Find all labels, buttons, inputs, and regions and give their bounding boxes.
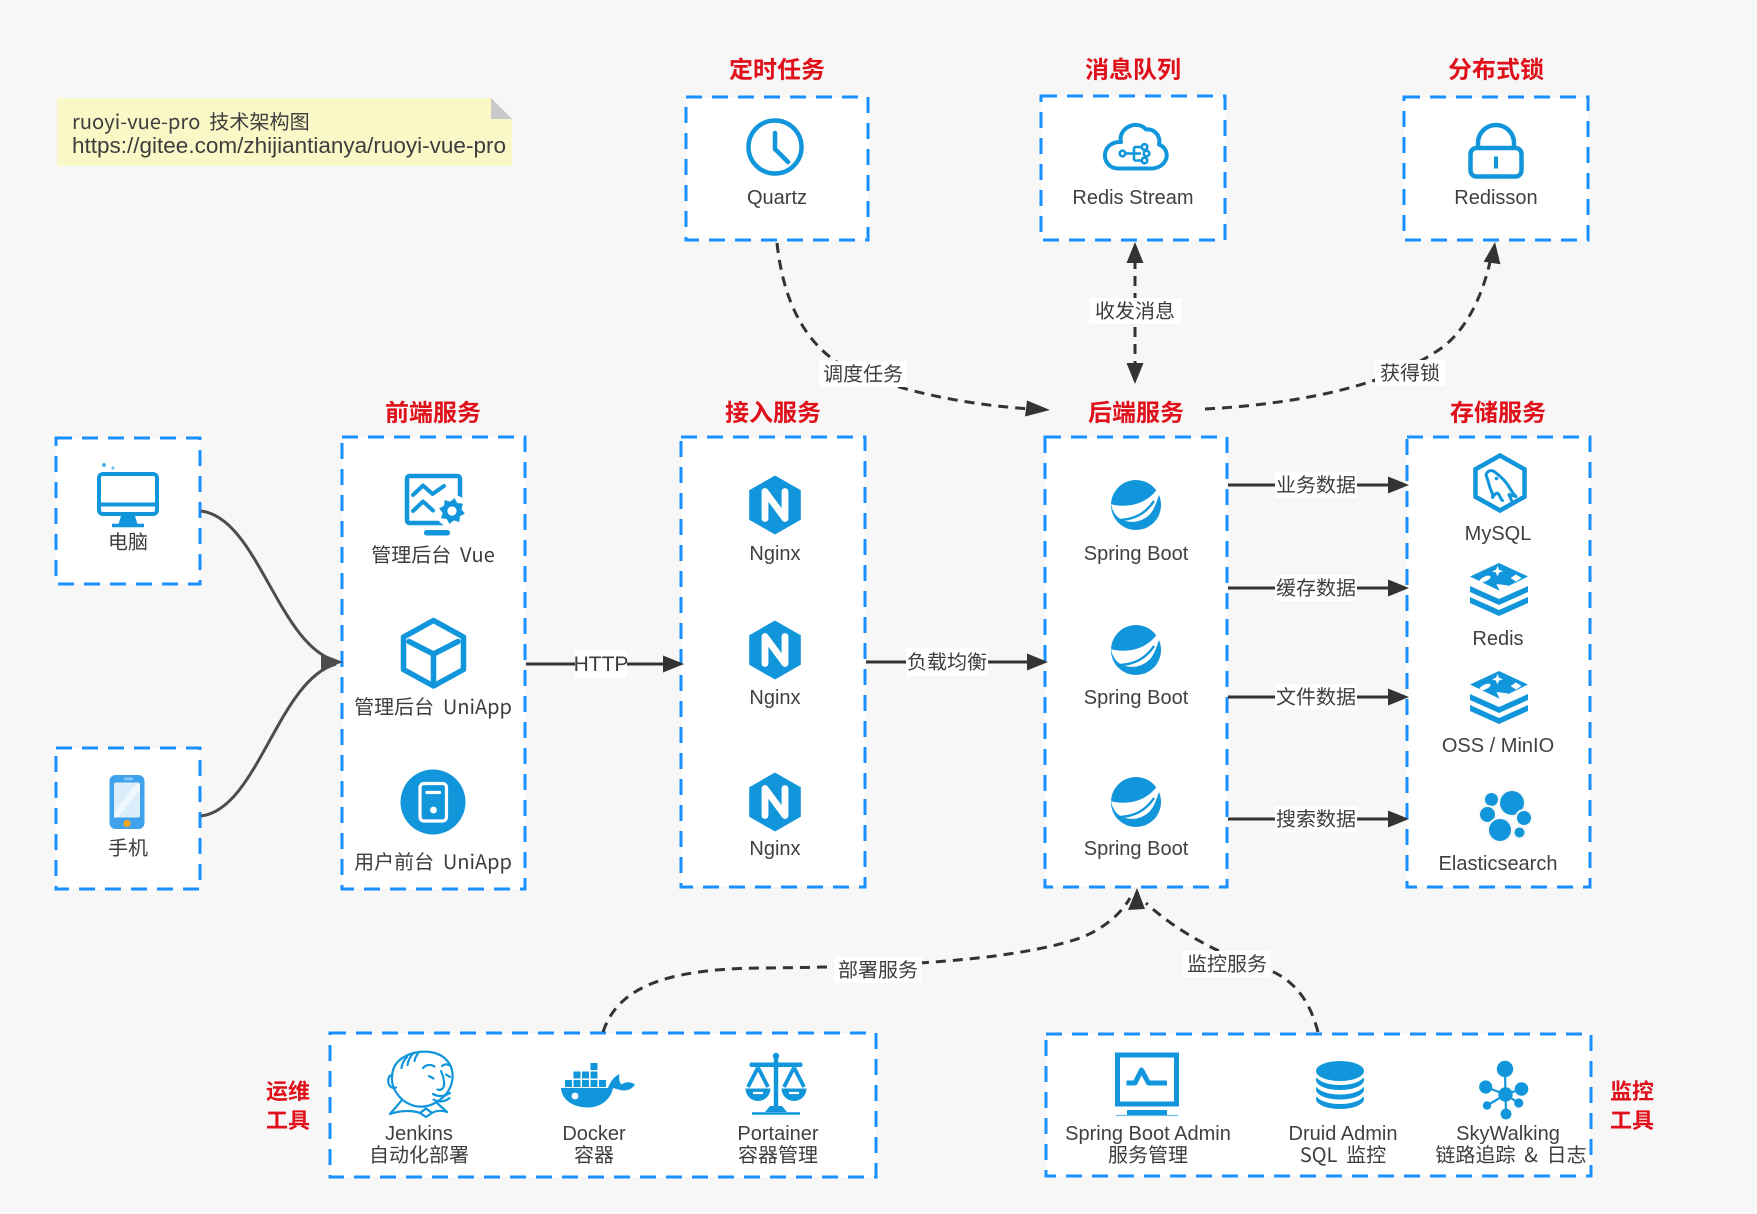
svg-text:Jenkins: Jenkins bbox=[385, 1123, 453, 1145]
svg-text:Docker: Docker bbox=[562, 1123, 626, 1145]
svg-text:Nginx: Nginx bbox=[749, 543, 800, 565]
svg-text:Druid Admin: Druid Admin bbox=[1289, 1123, 1398, 1145]
svg-text:Spring Boot: Spring Boot bbox=[1084, 687, 1189, 709]
svg-text:Spring Boot Admin: Spring Boot Admin bbox=[1065, 1123, 1231, 1145]
svg-text:Elasticsearch: Elasticsearch bbox=[1439, 853, 1558, 875]
svg-text:Portainer: Portainer bbox=[737, 1123, 818, 1145]
svg-text:Redis Stream: Redis Stream bbox=[1072, 187, 1193, 209]
svg-text:Nginx: Nginx bbox=[749, 838, 800, 860]
svg-text:Redisson: Redisson bbox=[1454, 187, 1537, 209]
svg-text:MySQL: MySQL bbox=[1465, 523, 1532, 545]
svg-text:Spring Boot: Spring Boot bbox=[1084, 543, 1189, 565]
svg-text:OSS / MinIO: OSS / MinIO bbox=[1442, 735, 1554, 757]
svg-text:Nginx: Nginx bbox=[749, 687, 800, 709]
svg-text:Quartz: Quartz bbox=[747, 187, 807, 209]
svg-text:HTTP: HTTP bbox=[574, 653, 629, 676]
svg-text:https://gitee.com/zhijiantiany: https://gitee.com/zhijiantianya/ruoyi-vu… bbox=[72, 133, 506, 158]
svg-text:Spring Boot: Spring Boot bbox=[1084, 838, 1189, 860]
svg-text:Redis: Redis bbox=[1472, 628, 1523, 650]
svg-text:SkyWalking: SkyWalking bbox=[1456, 1123, 1560, 1145]
